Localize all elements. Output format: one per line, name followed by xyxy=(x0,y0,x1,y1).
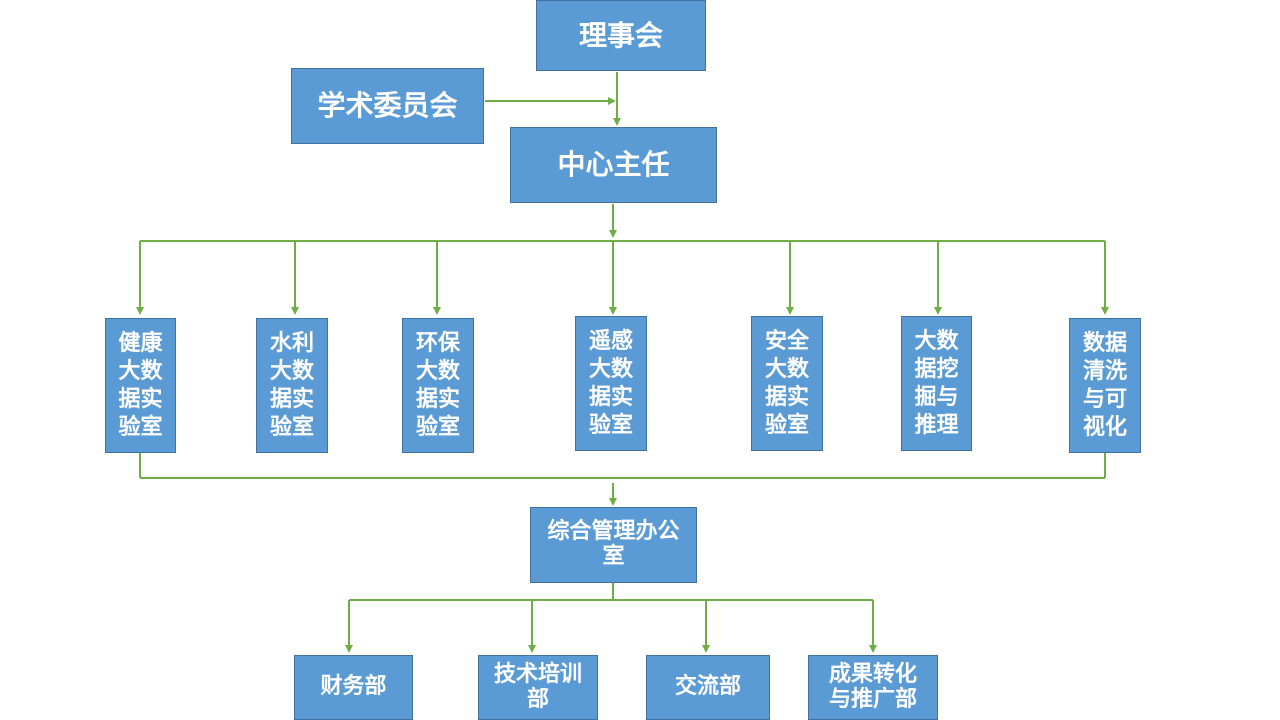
director-box: 中心主任 xyxy=(510,127,717,203)
lab-label: 大数据挖掘与推理 xyxy=(914,328,959,438)
lab-security-box: 安全大数据实验室 xyxy=(751,316,823,451)
lab-label: 水利大数据实验室 xyxy=(269,330,314,440)
council-box: 理事会 xyxy=(536,0,706,71)
dept-label: 技术培训部 xyxy=(493,661,582,712)
director-label: 中心主任 xyxy=(557,148,670,182)
dept-finance-box: 财务部 xyxy=(294,655,413,720)
dept-label: 财务部 xyxy=(320,674,387,700)
lab-label: 遥感大数据实验室 xyxy=(588,328,633,438)
lab-label: 数据清洗与可视化 xyxy=(1082,330,1127,440)
dept-exchange-box: 交流部 xyxy=(646,655,770,720)
lab-label: 安全大数据实验室 xyxy=(764,328,809,438)
academic-committee-label: 学术委员会 xyxy=(317,89,458,123)
general-office-box: 综合管理办公室 xyxy=(530,507,697,583)
dept-transfer-box: 成果转化与推广部 xyxy=(808,655,938,720)
dept-label: 交流部 xyxy=(674,674,741,700)
lab-health-box: 健康大数据实验室 xyxy=(105,318,176,453)
council-label: 理事会 xyxy=(578,18,663,52)
lab-environment-box: 环保大数据实验室 xyxy=(402,318,474,453)
lab-cleaning-box: 数据清洗与可视化 xyxy=(1069,318,1141,453)
lab-label: 环保大数据实验室 xyxy=(415,330,460,440)
academic-committee-box: 学术委员会 xyxy=(291,68,484,144)
dept-label: 成果转化与推广部 xyxy=(828,661,917,712)
lab-water-box: 水利大数据实验室 xyxy=(256,318,328,453)
lab-remote-sensing-box: 遥感大数据实验室 xyxy=(575,316,647,451)
lab-mining-box: 大数据挖掘与推理 xyxy=(901,316,972,451)
dept-training-box: 技术培训部 xyxy=(478,655,598,720)
lab-label: 健康大数据实验室 xyxy=(118,330,163,440)
general-office-label: 综合管理办公室 xyxy=(547,519,680,569)
